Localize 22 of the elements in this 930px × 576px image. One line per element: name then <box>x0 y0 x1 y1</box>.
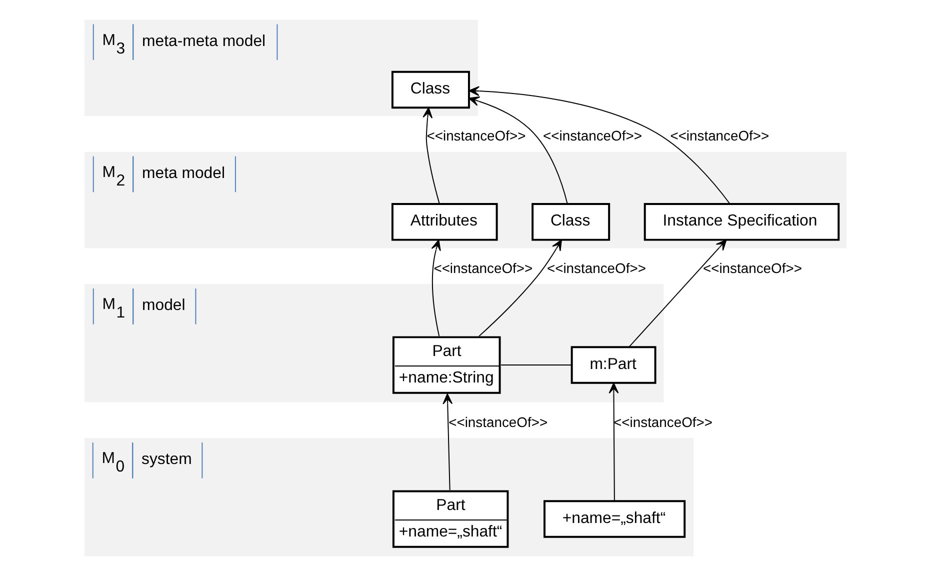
node-box: Instance Specification <box>643 203 840 241</box>
arrow <box>468 86 730 204</box>
edge-label: <<instanceOf>> <box>426 128 526 144</box>
arrow <box>608 382 618 502</box>
edge-label: <<instanceOf>> <box>448 414 548 430</box>
arrow <box>468 96 568 204</box>
arrow <box>478 240 562 337</box>
edge-label: <<instanceOf>> <box>546 260 646 276</box>
edge-label: <<instanceOf>> <box>670 128 769 144</box>
node-box: Class <box>531 203 610 241</box>
arrow <box>430 240 440 337</box>
edge-label: <<instanceOf>> <box>433 260 532 276</box>
node-box: +name=„shaft“ <box>543 500 686 538</box>
arrow <box>422 107 440 204</box>
arrow <box>628 239 726 348</box>
edge-label: <<instanceOf>> <box>542 128 642 144</box>
node-box: Attributes <box>390 203 498 241</box>
node-box: Class <box>390 70 470 109</box>
edge-label: <<instanceOf>> <box>702 260 802 276</box>
node-box: m:Part <box>570 346 656 384</box>
connector <box>500 364 572 366</box>
arrow <box>442 393 452 491</box>
